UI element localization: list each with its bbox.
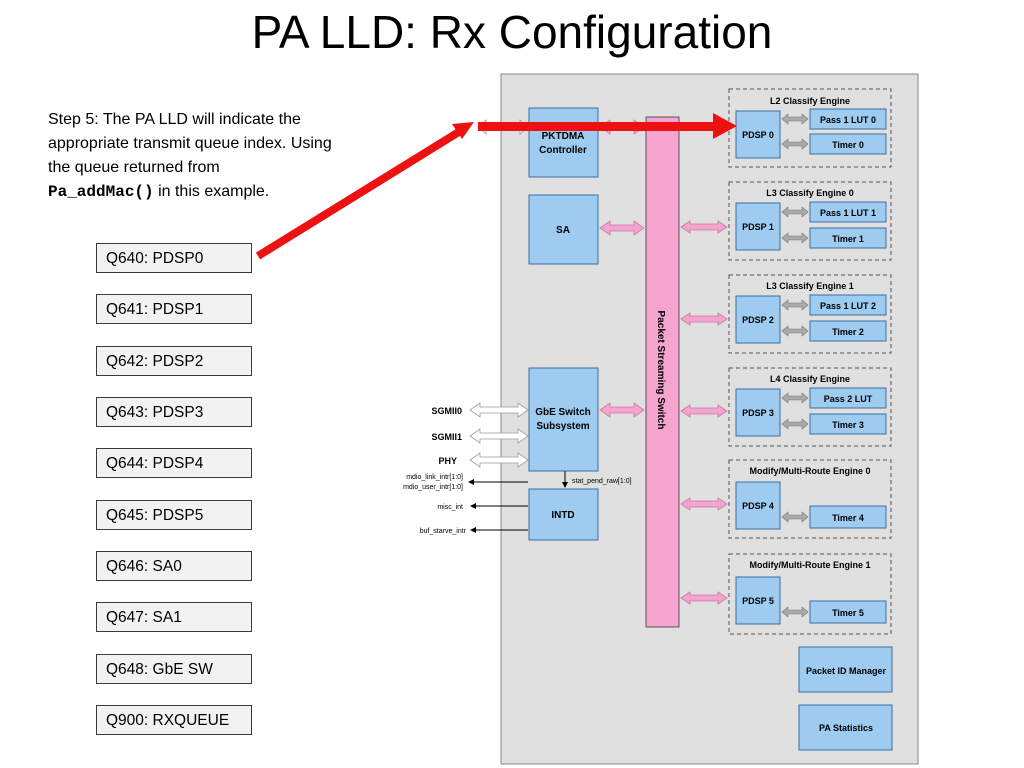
gbe-label-2: Subsystem: [536, 421, 589, 432]
engine-title: Modify/Multi-Route Engine 1: [750, 560, 871, 570]
step-description: Step 5: The PA LLD will indicate the app…: [48, 108, 393, 204]
lut-label: Pass 1 LUT 0: [820, 115, 876, 125]
engine-l3-classify-0: L3 Classify Engine 0 PDSP 1 Pass 1 LUT 1…: [728, 181, 892, 261]
pdsp-label: PDSP 3: [742, 408, 774, 418]
queue-item-q646: Q646: SA0: [96, 551, 252, 581]
packet-id-manager-block: [798, 646, 893, 693]
engine-modify-multiroute-1: Modify/Multi-Route Engine 1 PDSP 5 Timer…: [728, 553, 892, 635]
engine-l3-classify-1: L3 Classify Engine 1 PDSP 2 Pass 1 LUT 2…: [728, 274, 892, 354]
timer-label: Timer 1: [832, 234, 864, 244]
engine-title: L4 Classify Engine: [770, 374, 850, 384]
slide-title: PA LLD: Rx Configuration: [251, 6, 773, 58]
queue-item-q647: Q647: SA1: [96, 602, 252, 632]
timer-label: Timer 3: [832, 420, 864, 430]
pa-statistics-block: [798, 704, 893, 751]
timer-label: Timer 5: [832, 608, 864, 618]
sa-label: SA: [556, 225, 570, 236]
sgmii0-label: SGMII0: [431, 406, 462, 416]
sa-pss-connector: [599, 220, 645, 236]
pktdma-label-1: PKTDMA: [542, 131, 585, 142]
queue-item-q648: Q648: GbE SW: [96, 654, 252, 684]
sgmii1-label: SGMII1: [431, 432, 462, 442]
pdsp-label: PDSP 0: [742, 130, 774, 140]
misc-int-label: misc_int: [437, 504, 463, 511]
timer-label: Timer 4: [832, 513, 864, 523]
sgmii0-arrow: [469, 402, 529, 418]
pdsp-label: PDSP 5: [742, 596, 774, 606]
pss-label: Packet Streaming Switch: [655, 311, 666, 430]
engine-title: Modify/Multi-Route Engine 0: [750, 466, 871, 476]
queue-item-q641: Q641: PDSP1: [96, 294, 252, 324]
step-text-line: Pa_addMac() in this example.: [48, 180, 393, 204]
gbe-switch-block: [528, 367, 599, 472]
intd-block: [528, 488, 599, 541]
packet-id-manager-label: Packet ID Manager: [806, 666, 887, 676]
queue-item-q644: Q644: PDSP4: [96, 448, 252, 478]
gbe-label-1: GbE Switch: [535, 407, 591, 418]
phy-label: PHY: [438, 456, 457, 466]
step-text-line: appropriate transmit queue index. Using: [48, 135, 332, 152]
packet-streaming-switch: [645, 116, 680, 628]
step-text-line: Step 5: The PA LLD will indicate the: [48, 111, 301, 128]
queue-item-q900: Q900: RXQUEUE: [96, 705, 252, 735]
timer-label: Timer 2: [832, 327, 864, 337]
buf-starve-label: buf_starve_intr: [420, 528, 467, 535]
stat-pend-label: stat_pend_raw[1:0]: [572, 478, 632, 485]
engine-title: L2 Classify Engine: [770, 96, 850, 106]
pktdma-block: [528, 107, 599, 178]
pss-engine2-connector: [680, 312, 728, 326]
engine-l4-classify: L4 Classify Engine PDSP 3 Pass 2 LUT Tim…: [728, 367, 892, 447]
lut-label: Pass 2 LUT: [824, 394, 873, 404]
step-text-line: the queue returned from: [48, 159, 220, 176]
gbe-pss-connector: [599, 402, 645, 418]
sgmii1-arrow: [469, 428, 529, 444]
callout-arrow-queue-to-pktdma: [255, 122, 474, 260]
queue-item-q645: Q645: PDSP5: [96, 500, 252, 530]
timer-label: Timer 0: [832, 140, 864, 150]
lut-label: Pass 1 LUT 2: [820, 301, 876, 311]
mdio-user-label: mdio_user_intr[1:0]: [403, 484, 463, 491]
pss-engine1-connector: [680, 220, 728, 234]
sa-block: [528, 194, 599, 265]
pss-engine5-connector: [680, 591, 728, 605]
engine-title: L3 Classify Engine 0: [766, 188, 854, 198]
pdsp-label: PDSP 1: [742, 222, 774, 232]
phy-arrow: [469, 452, 529, 468]
queue-item-q642: Q642: PDSP2: [96, 346, 252, 376]
engine-modify-multiroute-0: Modify/Multi-Route Engine 0 PDSP 4 Timer…: [728, 459, 892, 539]
step-text-rest: in this example.: [153, 183, 270, 200]
mdio-link-label: mdio_link_intr[1:0]: [406, 474, 463, 481]
pss-engine3-connector: [680, 404, 728, 418]
pa-statistics-label: PA Statistics: [819, 723, 873, 733]
queue-item-q640: Q640: PDSP0: [96, 243, 252, 273]
function-name: Pa_addMac(): [48, 183, 154, 201]
pdsp-label: PDSP 2: [742, 315, 774, 325]
intd-label: INTD: [551, 510, 574, 521]
callout-arrow-pktdma-to-pdsp0: [478, 113, 737, 139]
pdsp-label: PDSP 4: [742, 501, 774, 511]
engine-title: L3 Classify Engine 1: [766, 281, 854, 291]
pktdma-label-2: Controller: [539, 145, 587, 156]
queue-item-q643: Q643: PDSP3: [96, 397, 252, 427]
lut-label: Pass 1 LUT 1: [820, 208, 876, 218]
pss-engine4-connector: [680, 497, 728, 511]
